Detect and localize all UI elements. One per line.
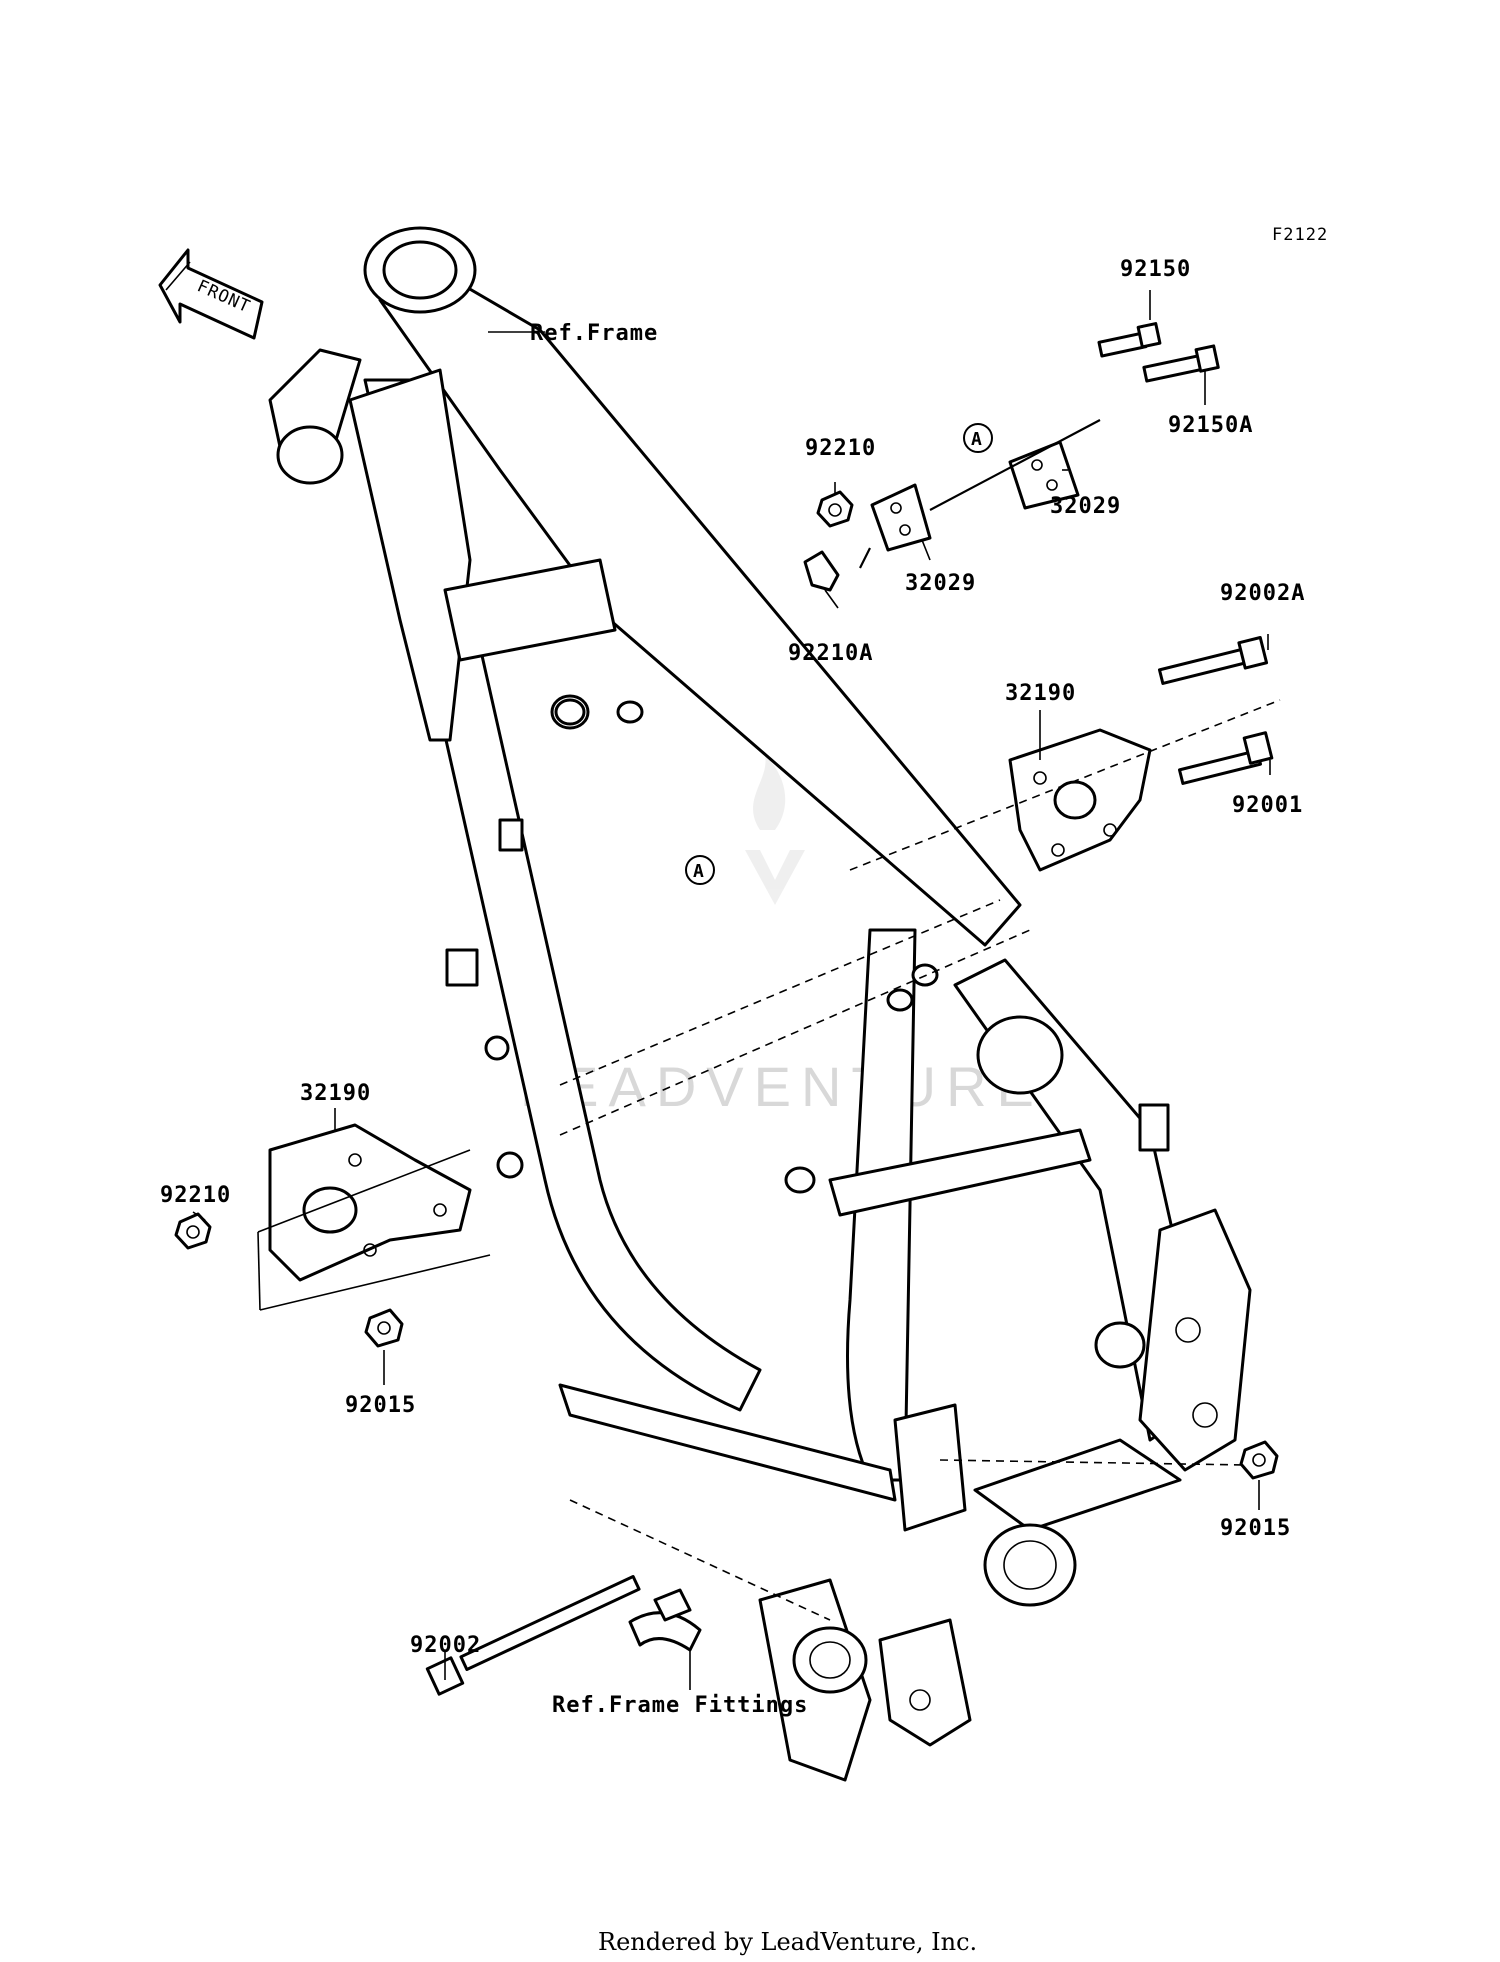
part-label-92150: 92150 (1120, 257, 1191, 282)
part-label-32029-upper: 32029 (1050, 494, 1121, 519)
part-label-92002: 92002 (410, 1633, 481, 1658)
part-label-32190-upper: 32190 (1005, 681, 1076, 706)
nut-92015-left-icon (364, 1308, 404, 1348)
ref-frame-label: Ref.Frame (530, 321, 658, 346)
frame-drawing (268, 226, 1252, 1782)
part-label-92002a: 92002A (1220, 581, 1305, 606)
part-label-92001: 92001 (1232, 793, 1303, 818)
part-label-92210a: 92210A (788, 641, 873, 666)
diagram-code: F2122 (1272, 225, 1328, 245)
bracket-32190-upper-icon (1008, 728, 1152, 872)
plate-32029-lower-icon (870, 483, 932, 552)
nut-92210-upper-icon (816, 490, 854, 528)
leader-lines (192, 290, 1281, 1690)
svg-text:A: A (971, 429, 982, 450)
watermark-logo (745, 755, 805, 905)
bolt-92002a-icon (1157, 636, 1269, 685)
bolt-92150a-icon (1142, 344, 1220, 383)
clip-92210a-icon (803, 550, 840, 592)
marker-a-lower: A (685, 855, 715, 885)
footer-credit: Rendered by LeadVenture, Inc. (598, 1928, 977, 1956)
part-label-92210-lower: 92210 (160, 1183, 231, 1208)
nut-92210-lower-icon (174, 1212, 212, 1250)
nut-92015-right-icon (1239, 1440, 1279, 1480)
bolt-92150-icon (1097, 322, 1162, 358)
watermark-text: LEADVENTURE (520, 1055, 1044, 1118)
part-label-92015-right: 92015 (1220, 1516, 1291, 1541)
ref-frame-fittings-label: Ref.Frame Fittings (552, 1693, 808, 1718)
front-arrow-icon: FRONT (158, 248, 264, 340)
marker-a-upper: A (963, 423, 993, 453)
part-label-32029-lower: 32029 (905, 571, 976, 596)
frame-fittings-icon (628, 1588, 702, 1652)
bolt-92001-icon (1177, 731, 1274, 785)
part-label-32190-lower: 32190 (300, 1081, 371, 1106)
part-label-92015-left: 92015 (345, 1393, 416, 1418)
svg-text:A: A (693, 861, 704, 882)
part-label-92210-upper: 92210 (805, 436, 876, 461)
part-label-92150a: 92150A (1168, 413, 1253, 438)
bracket-32190-lower-icon (268, 1123, 472, 1282)
